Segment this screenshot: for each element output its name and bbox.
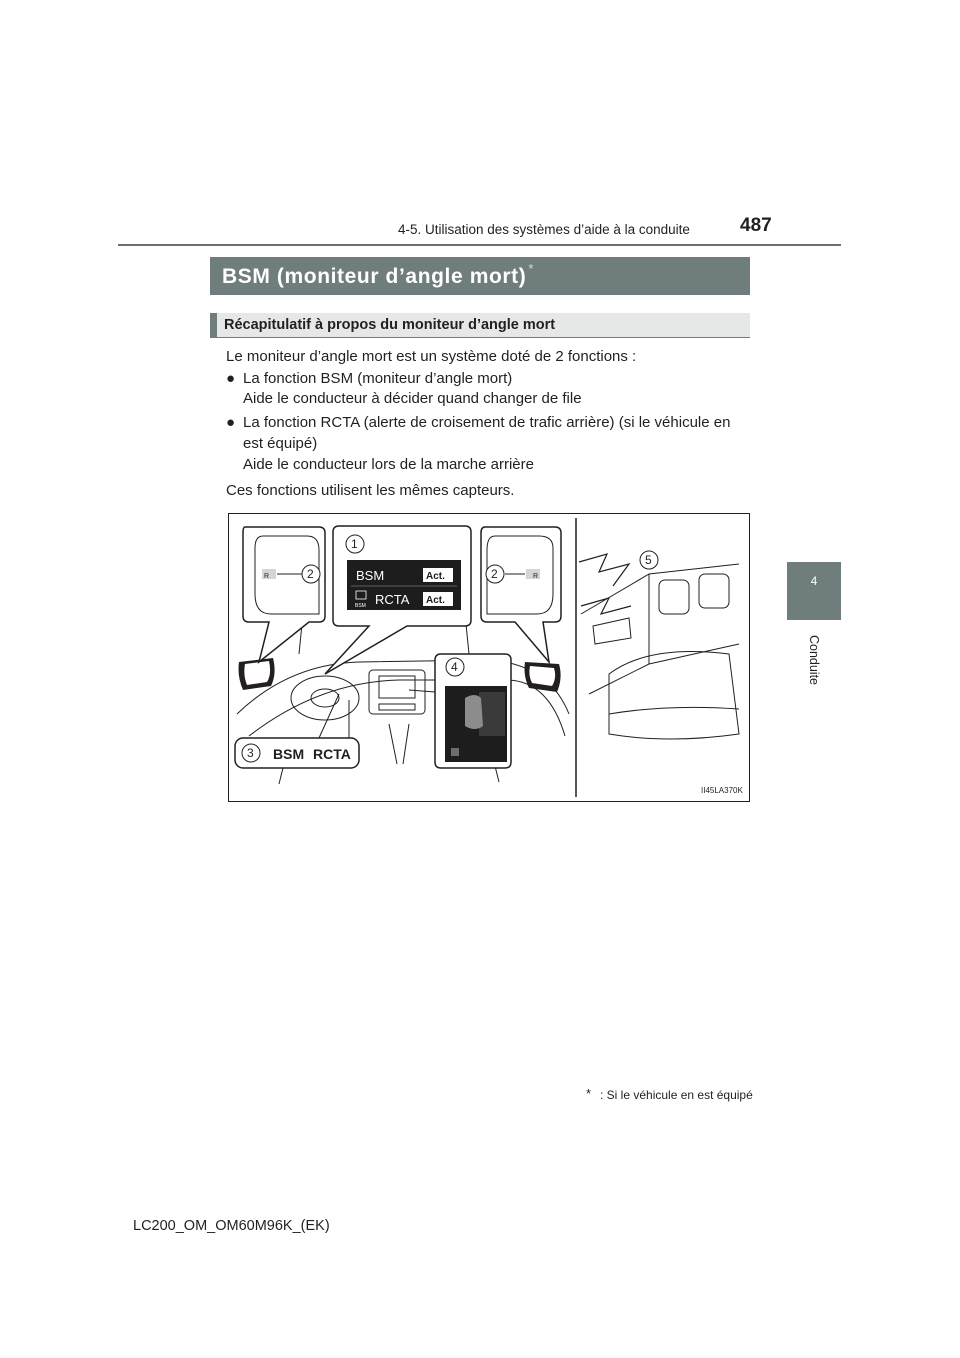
callout-3: 3 <box>247 746 254 760</box>
display-rcta-label: RCTA <box>375 592 410 607</box>
right-mirror-zoom-panel: R <box>480 526 562 665</box>
callout-1: 1 <box>351 537 358 551</box>
display-bsm-icon-label: BSM <box>355 603 366 609</box>
callout-2-right: 2 <box>491 567 498 581</box>
display-rcta-status: Act. <box>426 595 445 606</box>
bullet-dot: ● <box>226 414 236 431</box>
subheading-accent <box>210 313 217 337</box>
closing-paragraph: Ces fonctions utilisent les mêmes capteu… <box>226 482 515 499</box>
right-mirror-icon <box>524 662 561 692</box>
chapter-number: 4 <box>810 574 818 588</box>
callout-5: 5 <box>645 553 652 567</box>
callout-2-left: 2 <box>307 567 314 581</box>
footer-model-code: LC200_OM_OM60M96K_(EK) <box>133 1218 330 1234</box>
subheading-bar <box>210 313 750 337</box>
bullet-rcta-desc: Aide le conducteur lors de la marche arr… <box>243 456 534 473</box>
chapter-label: Conduite <box>807 634 821 686</box>
right-mirror-indicator-label: R <box>533 573 538 580</box>
subheading: Récapitulatif à propos du moniteur d’ang… <box>224 317 556 333</box>
title-footnote-marker: * <box>528 261 535 276</box>
rcta-switch-label: RCTA <box>313 746 351 762</box>
switch-zoom-panel: BSM RCTA <box>234 693 360 769</box>
rear-seat-sketch <box>580 563 740 740</box>
display-bsm-status: Act. <box>426 571 445 582</box>
figure-code: II45LA370K <box>701 786 743 795</box>
subheading-rule <box>210 337 750 338</box>
bullet-rcta-title: La fonction RCTA (alerte de croisement d… <box>243 414 731 452</box>
bullet-bsm-title: La fonction BSM (moniteur d’angle mort) <box>243 370 513 387</box>
page-number: 487 <box>740 215 772 236</box>
left-mirror-icon <box>238 658 275 690</box>
chapter-tab <box>787 562 841 620</box>
bsm-switch-label: BSM <box>273 746 304 762</box>
system-overview-illustration: R R BSM Act. BSM RCTA Act. <box>228 513 750 802</box>
header-divider <box>118 244 841 246</box>
callout-4: 4 <box>451 660 458 674</box>
footnote-marker: * <box>586 1086 592 1101</box>
left-mirror-indicator-label: R <box>264 573 269 580</box>
footnote-text: : Si le véhicule en est équipé <box>600 1088 753 1102</box>
display-bsm-label: BSM <box>356 568 384 583</box>
left-mirror-zoom-panel: R <box>242 526 326 664</box>
screen-zoom-panel <box>408 653 512 769</box>
bullet-dot: ● <box>226 370 236 387</box>
section-title: BSM (moniteur d’angle mort)* <box>222 261 535 288</box>
section-title-bar <box>210 257 750 295</box>
intro-paragraph: Le moniteur d’angle mort est un système … <box>226 348 637 365</box>
alert-lightning-icon <box>578 553 632 615</box>
display-zoom-panel: BSM Act. BSM RCTA Act. <box>324 525 472 675</box>
bullet-bsm-desc: Aide le conducteur à décider quand chang… <box>243 390 582 407</box>
header-section-title: 4-5. Utilisation des systèmes d’aide à l… <box>398 222 690 237</box>
